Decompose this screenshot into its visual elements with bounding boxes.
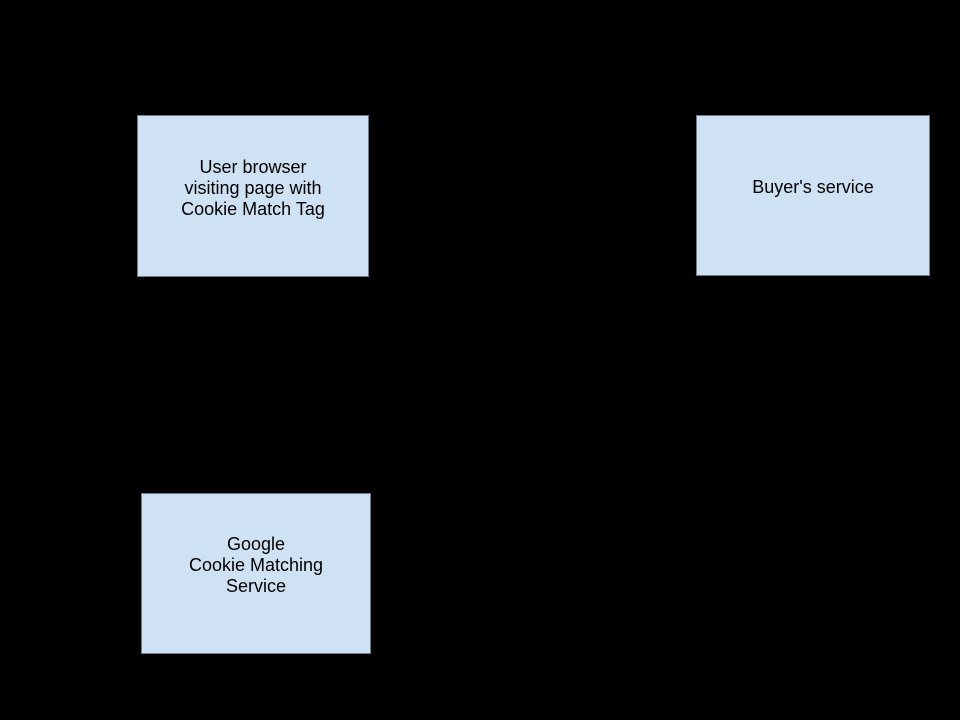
node-buyers-service: Buyer's service xyxy=(696,115,930,276)
node-google-cookie-matching-service-label: Google Cookie Matching Service xyxy=(188,534,324,596)
node-user-browser: User browser visiting page with Cookie M… xyxy=(137,115,369,277)
node-user-browser-label: User browser visiting page with Cookie M… xyxy=(181,156,325,219)
node-buyers-service-label: Buyer's service xyxy=(752,177,874,197)
node-google-cookie-matching-service: Google Cookie Matching Service xyxy=(141,493,371,654)
